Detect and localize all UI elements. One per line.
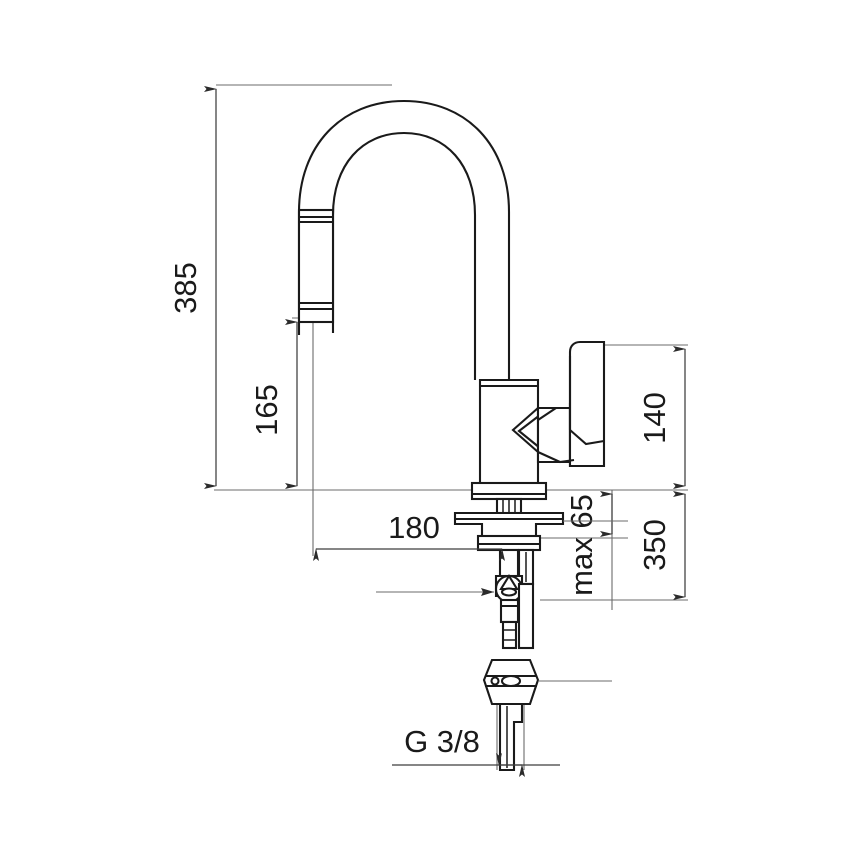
dimension-max-65-label: max 65	[564, 494, 599, 596]
dimension-165: 165	[249, 319, 298, 489]
dimension-385-label: 385	[168, 262, 203, 314]
spout-inner-wall	[331, 131, 477, 380]
dimension-165-label: 165	[249, 384, 284, 436]
dimension-max-65: max 65	[564, 491, 613, 596]
dimension-140: 140	[637, 346, 686, 489]
mixer-body-column	[478, 378, 541, 485]
dimension-annotations: 385 165 180 140 350	[168, 86, 686, 777]
leader-to-check-valve	[376, 588, 494, 596]
flexible-hose	[499, 582, 535, 650]
supply-tail	[498, 702, 524, 772]
lever-handle	[536, 340, 606, 468]
dimension-180: 180	[313, 510, 505, 561]
check-valve-body	[494, 573, 524, 604]
spout-outer-wall	[297, 99, 511, 380]
dimension-thread-g38-label: G 3/8	[404, 724, 480, 759]
dimension-350: 350	[637, 491, 686, 600]
shank-collar	[495, 497, 523, 515]
dimension-385: 385	[168, 86, 217, 489]
faucet-body-geometry	[297, 99, 606, 772]
dimension-140-label: 140	[637, 392, 672, 444]
hose-coupling-nut	[482, 658, 540, 706]
locking-nut	[476, 534, 542, 552]
dimension-thread-g38: G 3/8	[392, 724, 560, 777]
dimension-180-label: 180	[388, 510, 440, 545]
base-flange	[470, 481, 548, 501]
pull-down-spray-head	[297, 208, 335, 324]
dimension-350-label: 350	[637, 519, 672, 571]
